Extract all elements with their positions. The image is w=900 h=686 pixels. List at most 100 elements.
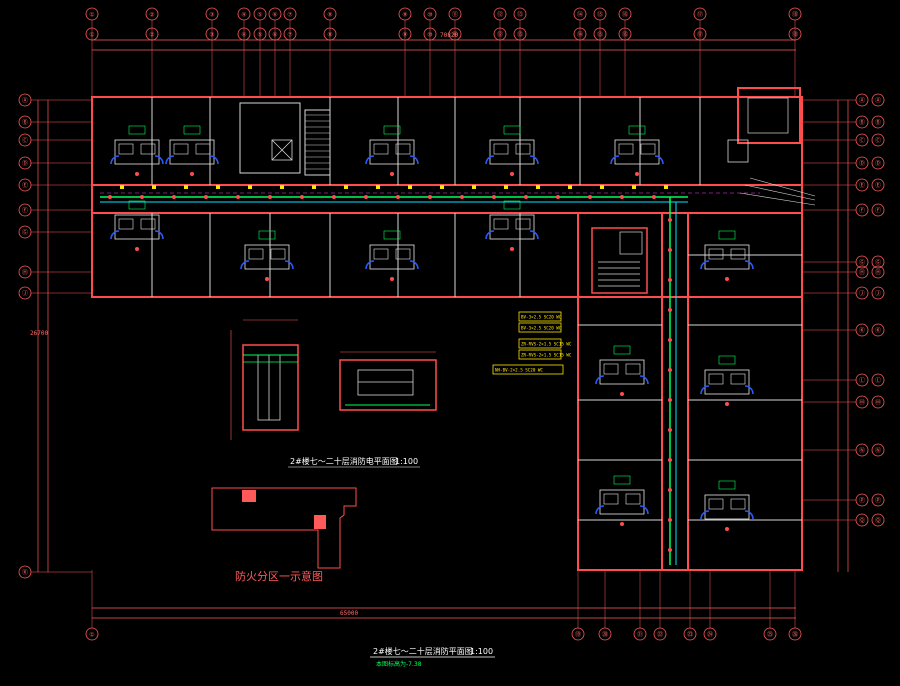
axis-top-inner-13-label: ⑬ <box>517 31 523 39</box>
axis-right-outer-4: Ⓓ <box>871 156 885 170</box>
device-marker-icon <box>408 185 412 189</box>
dimension-lines <box>37 39 849 619</box>
axis-top-inner-12-label: ⑫ <box>497 31 503 39</box>
axis-right-5-label: Ⓔ <box>859 182 865 190</box>
smoke-detector-icon <box>668 248 672 252</box>
bath-unit-upper-7 <box>240 230 294 281</box>
machine-room <box>727 87 801 163</box>
main-drawing-title: 2#楼七～二十层消防平面图 <box>373 646 473 656</box>
axis-top-8-label: ⑧ <box>327 12 332 19</box>
axis-bottom-7: ㉔ <box>703 570 717 641</box>
smoke-detector-icon <box>204 195 208 199</box>
axis-top-18-label: ⑱ <box>792 11 798 19</box>
axis-bottom-4-label: ㉑ <box>637 631 643 639</box>
axis-right-outer-13-label: Ⓝ <box>875 447 881 455</box>
axis-left-4: Ⓓ <box>18 156 92 170</box>
axis-right-outer-6-label: Ⓕ <box>875 207 881 215</box>
fire-zone-title: 防火分区一示意图 <box>235 569 323 583</box>
axis-left-6: Ⓕ <box>18 203 92 217</box>
axis-top-inner-6-label: ⑥ <box>272 32 277 39</box>
axis-right-outer-12-label: Ⓜ <box>875 399 881 407</box>
device-marker-icon <box>440 185 444 189</box>
axis-left-8-label: Ⓗ <box>22 269 28 277</box>
axis-left-7-label: Ⓖ <box>22 229 28 237</box>
axis-top-13-label: ⑬ <box>517 11 523 19</box>
smoke-detector-icon <box>668 338 672 342</box>
legend-tag-5: NH-BV-2×2.5 SC20 WC <box>492 364 564 375</box>
axis-right-12: Ⓜ <box>802 395 869 409</box>
axis-top-12-label: ⑫ <box>497 11 503 19</box>
smoke-detector-icon <box>524 195 528 199</box>
axis-bottom-7-label: ㉔ <box>707 631 713 639</box>
axis-right-outer-1: Ⓐ <box>871 93 885 107</box>
smoke-detector-icon <box>620 195 624 199</box>
bath-unit-upper-2 <box>165 125 219 176</box>
axis-left-3-label: Ⓒ <box>22 137 28 145</box>
smoke-detector-icon <box>460 195 464 199</box>
bath-unit-upper-8 <box>365 230 419 281</box>
upper-wing-room-partitions <box>151 97 701 297</box>
axis-bottom-1-label: ① <box>89 632 94 639</box>
axis-top-2-label: ② <box>149 12 154 19</box>
device-marker-icon <box>600 185 604 189</box>
bath-unit-vertical-5 <box>700 480 754 531</box>
axis-top-inner-4-label: ④ <box>241 32 246 39</box>
axis-right-outer-7: Ⓖ <box>871 255 885 269</box>
axis-right-outer-12: Ⓜ <box>871 395 885 409</box>
axis-top-10-label: ⑩ <box>427 12 432 19</box>
axis-bottom-6: ㉓ <box>683 570 697 641</box>
axis-top-inner-11-label: ⑪ <box>452 31 458 39</box>
room-fixtures <box>108 125 754 552</box>
axis-top-inner-14-label: ⑭ <box>577 31 583 39</box>
corridor-fire-pipes <box>100 177 816 565</box>
axis-right-outer-3: Ⓒ <box>871 133 885 147</box>
axis-right-outer-9: Ⓙ <box>871 286 885 300</box>
fire-zone-sketch <box>211 487 357 569</box>
axis-top-5: ⑤ <box>253 7 267 97</box>
axis-top-inner-18-label: ⑱ <box>792 31 798 39</box>
wire-legend-tags: BV-3×2.5 SC20 WC BV-3×2.5 SC20 WC ZR-RVS-2… <box>492 311 572 375</box>
stair-detail-right <box>339 351 437 411</box>
axis-left-5-label: Ⓔ <box>22 182 28 190</box>
legend-tag-4: ZR-RVS-2×1.5 SC15 WC <box>518 349 572 360</box>
axis-bottom-4: ㉑ <box>633 570 647 641</box>
axis-right-outer-5: Ⓔ <box>871 178 885 192</box>
stair-detail-scale: 1:100 <box>395 457 418 466</box>
axis-right-15: Ⓠ <box>802 513 869 527</box>
axis-top-7: ⑦ <box>283 7 297 97</box>
legend-tag-1: BV-3×2.5 SC20 WC <box>518 311 562 322</box>
smoke-detector-icon <box>236 195 240 199</box>
axis-right-4: Ⓓ <box>802 156 869 170</box>
axis-right-outer-13: Ⓝ <box>871 443 885 457</box>
axis-left-1: Ⓐ <box>18 93 92 107</box>
axis-right-14: Ⓟ <box>802 493 869 507</box>
axis-top-15-label: ⑮ <box>597 11 603 19</box>
upper-stair-core <box>239 102 331 176</box>
bath-unit-upper-1 <box>110 125 164 176</box>
axis-right-1: Ⓐ <box>802 93 869 107</box>
axis-top-inner-15-label: ⑮ <box>597 31 603 39</box>
axis-right-3-label: Ⓒ <box>859 137 865 145</box>
axis-top-inner-10-label: ⑩ <box>427 32 432 39</box>
device-marker-icon <box>472 185 476 189</box>
stair-detail-title: 2#楼七～二十层消防电平面图 <box>290 456 398 466</box>
axis-top-inner-18: ⑱ <box>788 27 802 41</box>
smoke-detector-icon <box>668 548 672 552</box>
axis-top-2: ② <box>145 7 159 97</box>
axis-right-7: Ⓖ <box>802 255 869 269</box>
axis-top-inner-3-label: ③ <box>209 32 214 39</box>
legend-tag-text: BV-3×2.5 SC20 WC <box>521 326 562 331</box>
axis-right-1-label: Ⓐ <box>859 97 865 105</box>
legend-tag-text: BV-3×2.5 SC20 WC <box>521 315 562 320</box>
axis-right-12-label: Ⓜ <box>859 399 865 407</box>
axis-right-outer-2: Ⓑ <box>871 115 885 129</box>
dimension-left-label: 26700 <box>30 330 48 337</box>
legend-tag-text: ZR-RVS-2×1.5 SC15 WC <box>521 353 572 358</box>
main-drawing-note: 本图标高为-7.38 <box>376 660 422 668</box>
axis-top-11-label: ⑪ <box>452 11 458 19</box>
axis-top-inner-8: ⑧ <box>323 27 337 41</box>
axis-right-outer-11-label: Ⓛ <box>875 377 881 385</box>
axis-bottom-8: ㉕ <box>763 570 777 641</box>
